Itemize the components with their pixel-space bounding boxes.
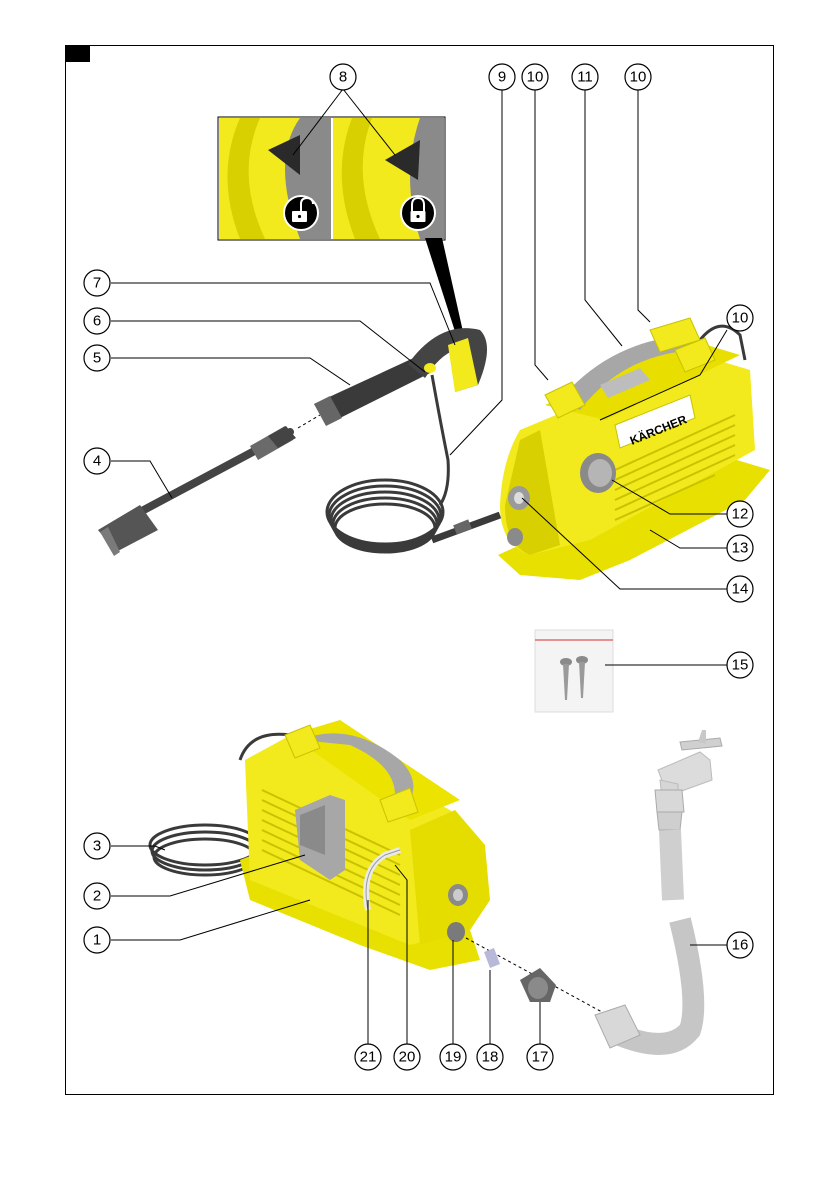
- svg-text:16: 16: [732, 937, 749, 954]
- callout-8: 8: [330, 64, 356, 90]
- callout-17: 17: [527, 1044, 553, 1070]
- callout-20: 20: [394, 1044, 420, 1070]
- callout-9: 9: [489, 64, 515, 90]
- svg-text:10: 10: [630, 69, 647, 86]
- garden-hose: [595, 730, 722, 1048]
- svg-text:9: 9: [498, 69, 506, 86]
- callout-7: 7: [84, 270, 110, 296]
- svg-text:13: 13: [732, 540, 749, 557]
- svg-text:10: 10: [732, 310, 749, 327]
- lock-inset: [218, 117, 466, 347]
- callout-6: 6: [84, 308, 110, 334]
- svg-text:18: 18: [482, 1049, 499, 1066]
- svg-text:4: 4: [93, 453, 101, 470]
- callout-5: 5: [84, 345, 110, 371]
- svg-text:17: 17: [532, 1049, 549, 1066]
- callout-21: 21: [355, 1044, 381, 1070]
- callout-13: 13: [727, 535, 753, 561]
- svg-text:20: 20: [399, 1049, 416, 1066]
- trigger-gun: [314, 328, 487, 426]
- svg-text:10: 10: [527, 69, 544, 86]
- svg-text:21: 21: [360, 1049, 377, 1066]
- spray-lance: [98, 426, 296, 556]
- svg-text:8: 8: [339, 69, 347, 86]
- callout-11: 11: [572, 64, 598, 90]
- callout-10b: 10: [625, 64, 651, 90]
- callout-1: 1: [84, 927, 110, 953]
- svg-text:2: 2: [93, 888, 101, 905]
- svg-text:1: 1: [93, 932, 101, 949]
- pressure-washer-rear: [150, 720, 490, 970]
- adapter-part: [520, 968, 556, 1002]
- svg-text:7: 7: [93, 275, 101, 292]
- callout-3: 3: [84, 833, 110, 859]
- callout-2: 2: [84, 883, 110, 909]
- callout-10c: 10: [727, 305, 753, 331]
- svg-text:14: 14: [732, 581, 749, 598]
- lock-icon: [401, 196, 435, 230]
- callout-18: 18: [477, 1044, 503, 1070]
- svg-text:6: 6: [93, 313, 101, 330]
- svg-text:11: 11: [577, 69, 593, 86]
- callout-10a: 10: [522, 64, 548, 90]
- svg-text:12: 12: [732, 506, 749, 523]
- callout-14: 14: [727, 576, 753, 602]
- callout-4: 4: [84, 448, 110, 474]
- callout-12: 12: [727, 501, 753, 527]
- screw-bag: [535, 630, 613, 712]
- svg-text:19: 19: [445, 1049, 462, 1066]
- callout-16: 16: [727, 932, 753, 958]
- callout-19: 19: [440, 1044, 466, 1070]
- unlock-icon: [284, 196, 318, 230]
- callout-15: 15: [727, 652, 753, 678]
- svg-text:5: 5: [93, 350, 101, 367]
- svg-text:3: 3: [93, 838, 101, 855]
- svg-text:15: 15: [732, 657, 749, 674]
- filter-part: [484, 948, 500, 968]
